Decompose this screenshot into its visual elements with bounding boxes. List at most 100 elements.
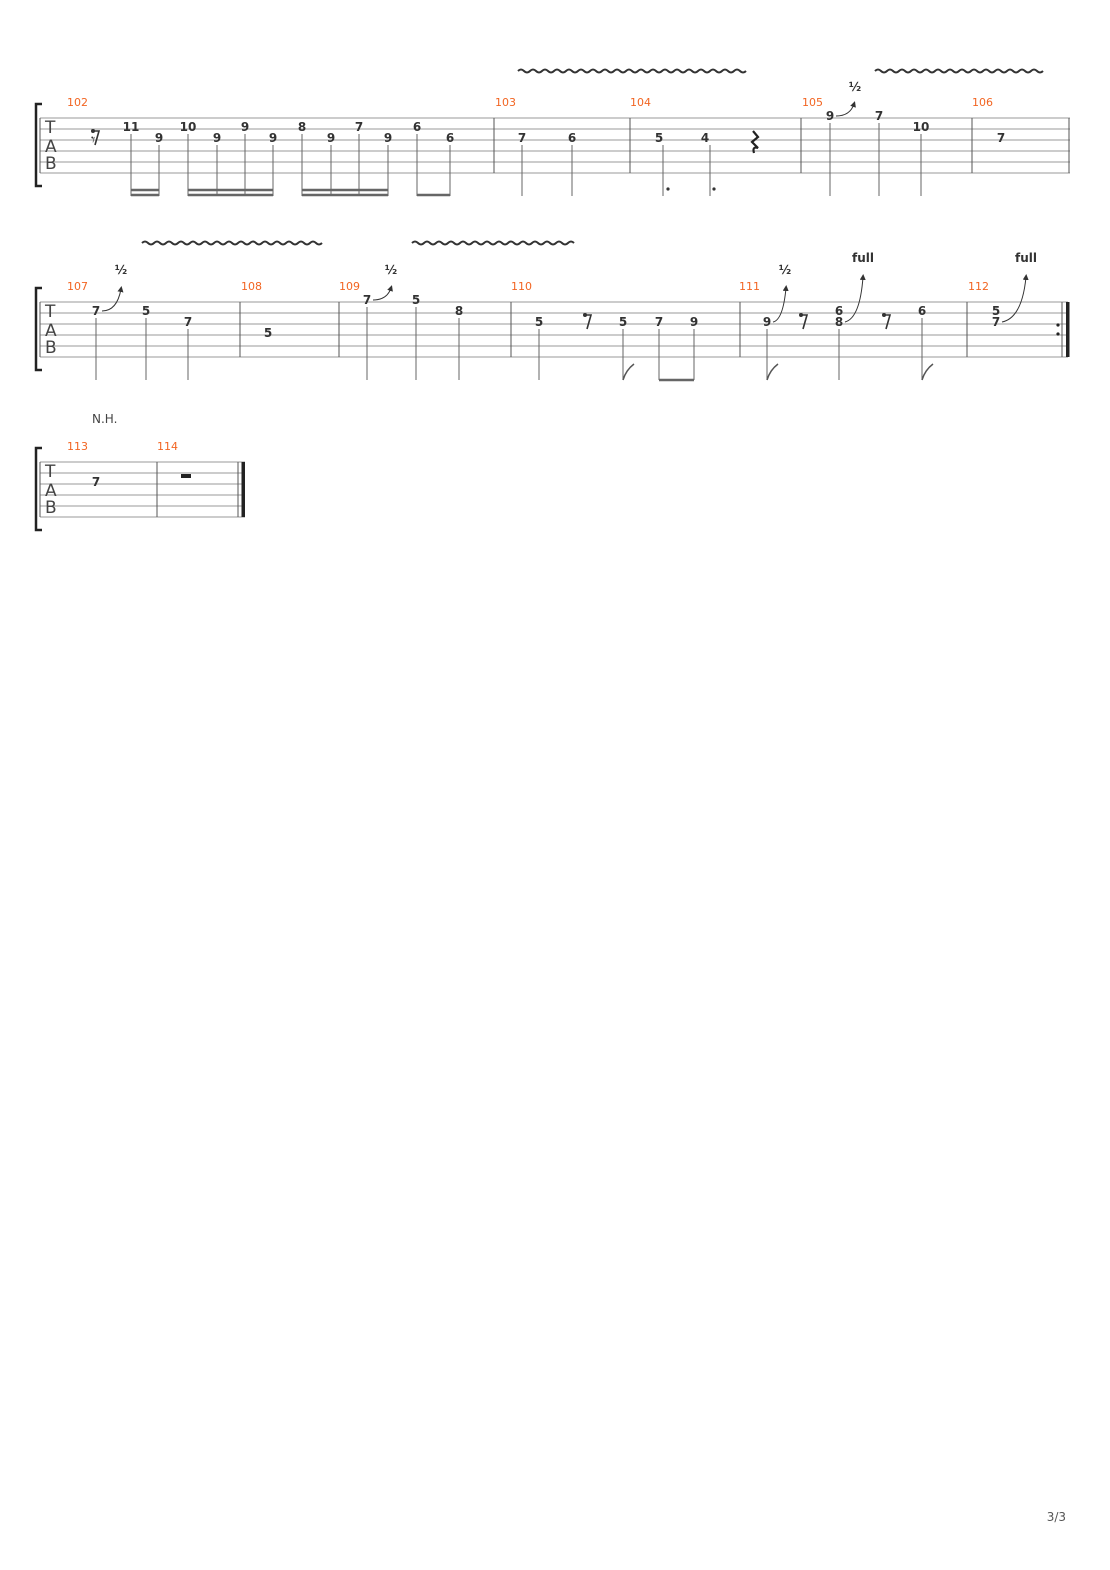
- measure-number: 102: [67, 96, 88, 109]
- tab-clef-t: T: [44, 118, 56, 138]
- system-bracket: [34, 102, 42, 188]
- measure-number: 105: [802, 96, 823, 109]
- fret-number: 7: [992, 315, 1000, 329]
- fret-number: 9: [763, 315, 771, 329]
- bend-label: ½: [849, 80, 861, 94]
- fret-number: 7: [655, 315, 663, 329]
- tab-clef-b: B: [45, 154, 57, 174]
- note-stems: [366, 307, 460, 380]
- fret-number: 9: [690, 315, 698, 329]
- measure-number: 114: [157, 440, 178, 453]
- bend-label: ½: [385, 263, 397, 277]
- fret-number: 10: [180, 120, 197, 134]
- system-3: T A B N.H. 113 114 7: [34, 412, 245, 532]
- fret-number: 8: [455, 304, 463, 318]
- dot: [712, 187, 716, 191]
- measure-number: 109: [339, 280, 360, 293]
- bend-arrow: [772, 285, 789, 323]
- fret-number: 9: [155, 131, 163, 145]
- tab-clef-b: B: [45, 498, 57, 518]
- fret-number: 6: [446, 131, 454, 145]
- svg-text:𝄾: 𝄾: [91, 130, 95, 149]
- dot: [666, 187, 670, 191]
- fret-number: 5: [619, 315, 627, 329]
- fret-number: 8: [298, 120, 306, 134]
- note-stems: [829, 123, 922, 196]
- tab-clef-a: A: [45, 137, 57, 157]
- bend-arrow: [844, 274, 866, 323]
- tab-clef-b: B: [45, 338, 57, 358]
- barlines: [39, 302, 1063, 357]
- measure-number: 106: [972, 96, 993, 109]
- tab-clef-t: T: [44, 302, 56, 322]
- fret-number: 5: [264, 326, 272, 340]
- note-stems: [766, 318, 923, 380]
- rest: 𝄾: [91, 129, 101, 149]
- note-stems: [130, 134, 451, 196]
- final-barline: [241, 462, 245, 517]
- fret-number: 5: [535, 315, 543, 329]
- system-1: T A B 102 103 104 105 106 𝄾 11 9 10 9 9 …: [34, 68, 1070, 197]
- note-stems: [521, 145, 573, 196]
- vibrato-line: [874, 68, 1044, 74]
- repeat-end-barline: [1066, 302, 1070, 357]
- bend-arrow: [835, 101, 856, 117]
- natural-harmonic-label: N.H.: [92, 412, 117, 426]
- page-number: 3/3: [1046, 1510, 1066, 1524]
- tab-clef-a: A: [45, 481, 57, 501]
- note-stems: [95, 318, 189, 380]
- fret-number: 7: [363, 293, 371, 307]
- bend-label: ½: [115, 263, 127, 277]
- fret-number: 9: [327, 131, 335, 145]
- barlines: [39, 118, 1070, 173]
- fret-number: 5: [992, 304, 1000, 318]
- fret-number: 4: [701, 131, 709, 145]
- fret-number: 9: [241, 120, 249, 134]
- system-bracket: [34, 446, 42, 532]
- bend-label: ½: [779, 263, 791, 277]
- bend-label: full: [1015, 251, 1037, 265]
- fret-number: 11: [123, 120, 140, 134]
- note-flag: [921, 363, 934, 381]
- bend-label: full: [852, 251, 874, 265]
- fret-number: 10: [913, 120, 930, 134]
- fret-number: 5: [655, 131, 663, 145]
- fret-number: 7: [92, 475, 100, 489]
- fret-number: 9: [826, 109, 834, 123]
- vibrato-line: [517, 68, 747, 74]
- fret-number: 7: [518, 131, 526, 145]
- fret-number: 7: [92, 304, 100, 318]
- fret-number: 7: [997, 131, 1005, 145]
- fret-number: 9: [213, 131, 221, 145]
- fret-number: 5: [142, 304, 150, 318]
- note-stems: [538, 329, 695, 380]
- whole-rest: [181, 474, 191, 478]
- measure-number: 103: [495, 96, 516, 109]
- rest: [750, 130, 760, 154]
- vibrato-line: [411, 240, 575, 246]
- system-bracket: [34, 286, 42, 372]
- rest: [799, 313, 809, 330]
- fret-number: 7: [875, 109, 883, 123]
- fret-number: 9: [269, 131, 277, 145]
- barlines: [39, 462, 239, 517]
- vibrato-line: [141, 240, 323, 246]
- bend-arrow: [1001, 274, 1029, 323]
- fret-number: 9: [384, 131, 392, 145]
- rest: [882, 313, 892, 330]
- fret-number: 5: [412, 293, 420, 307]
- rest: [583, 313, 593, 330]
- system-2: T A B 107 108 109 110 111 112 7 ½ 5 7: [34, 240, 1070, 382]
- measure-number: 112: [968, 280, 989, 293]
- staff-lines: [40, 117, 1070, 174]
- measure-number: 111: [739, 280, 760, 293]
- fret-number: 6: [918, 304, 926, 318]
- measure-number: 104: [630, 96, 651, 109]
- fret-number: 7: [184, 315, 192, 329]
- fret-number: 6: [835, 304, 843, 318]
- bend-arrow: [101, 286, 124, 312]
- bend-arrow: [372, 285, 393, 301]
- measure-number: 107: [67, 280, 88, 293]
- fret-number: 8: [835, 315, 843, 329]
